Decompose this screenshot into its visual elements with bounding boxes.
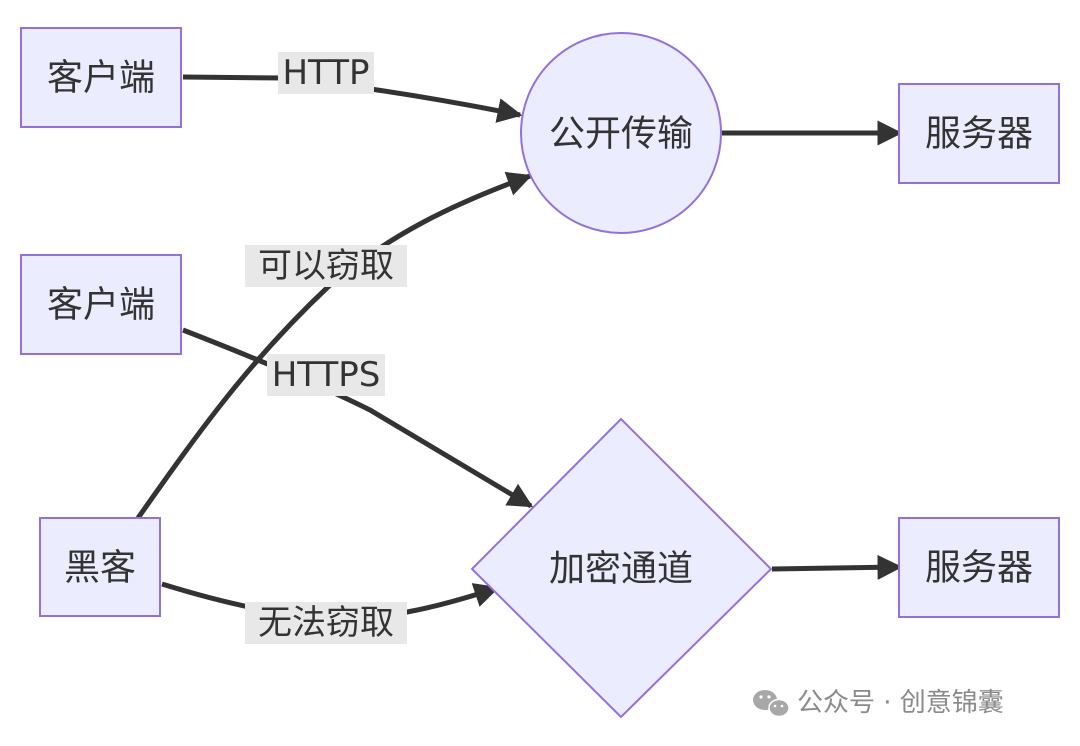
edge-hacker-to-public xyxy=(135,171,533,520)
edge-label-cannot-steal-text: 无法窃取 xyxy=(258,603,394,643)
node-client-top-label: 客户端 xyxy=(47,58,155,99)
node-server-bottom: 服务器 xyxy=(898,517,1060,618)
node-public-transport: 公开传输 xyxy=(520,32,722,234)
watermark: 公众号 · 创意锦囊 xyxy=(753,688,1004,718)
node-public-transport-label: 公开传输 xyxy=(549,114,693,155)
edge-encrypted-to-server-bottom xyxy=(771,554,903,580)
edge-label-http: HTTP xyxy=(278,52,374,94)
node-encrypted-channel-label: 加密通道 xyxy=(549,549,693,590)
edge-label-https-text: HTTPS xyxy=(272,355,381,395)
edge-label-cannot-steal: 无法窃取 xyxy=(245,602,407,644)
node-hacker: 黑客 xyxy=(39,517,161,617)
node-server-top: 服务器 xyxy=(898,83,1060,184)
node-server-bottom-label: 服务器 xyxy=(925,548,1033,589)
node-client-mid-label: 客户端 xyxy=(47,285,155,326)
edge-label-http-text: HTTP xyxy=(282,53,369,93)
node-client-top: 客户端 xyxy=(20,27,182,128)
node-server-top-label: 服务器 xyxy=(925,114,1033,155)
edge-client-mid-to-encrypted xyxy=(182,327,534,509)
node-client-mid: 客户端 xyxy=(20,254,182,355)
edge-label-https: HTTPS xyxy=(267,354,385,396)
watermark-text: 公众号 · 创意锦囊 xyxy=(797,688,1004,718)
node-hacker-label: 黑客 xyxy=(64,548,136,589)
wechat-icon xyxy=(753,690,790,718)
edge-label-can-steal-text: 可以窃取 xyxy=(258,246,394,286)
edge-label-can-steal: 可以窃取 xyxy=(245,245,407,287)
node-encrypted-channel: 加密通道 xyxy=(470,417,773,719)
